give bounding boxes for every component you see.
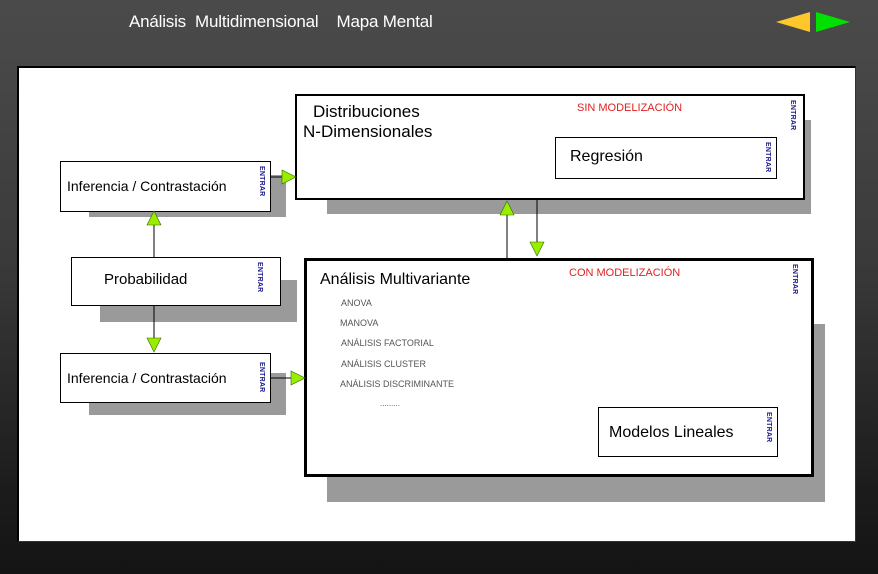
- regresion-label: Regresión: [570, 148, 643, 165]
- con-modelizacion-tag: CON MODELIZACIÓN: [569, 267, 681, 279]
- page-title: Análisis Multidimensional Mapa Mental: [129, 12, 433, 31]
- arrow-right-icon: [281, 169, 297, 185]
- modelos-lineales-label: Modelos Lineales: [609, 424, 734, 441]
- arrow-down-icon: [529, 241, 545, 257]
- previous-arrow-icon[interactable]: [776, 12, 811, 32]
- arrow-up-icon: [499, 200, 515, 216]
- method-item[interactable]: ANÁLISIS DISCRIMINANTE: [340, 379, 455, 389]
- inferencia-top-entrar-button[interactable]: ENTRAR: [258, 166, 265, 197]
- multivariante-entrar-button[interactable]: ENTRAR: [791, 264, 798, 295]
- method-item[interactable]: MANOVA: [340, 318, 379, 328]
- inferencia-top-box[interactable]: Inferencia / Contrastación ENTRAR: [60, 161, 271, 212]
- distribuciones-entrar-button[interactable]: ENTRAR: [789, 100, 796, 131]
- arrow-up-icon: [146, 210, 162, 226]
- probabilidad-entrar-button[interactable]: ENTRAR: [256, 262, 263, 293]
- multivariante-title: Análisis Multivariante: [320, 271, 471, 288]
- probabilidad-box[interactable]: Probabilidad ENTRAR: [71, 257, 281, 306]
- method-item[interactable]: ANOVA: [341, 298, 372, 308]
- method-item-ellipsis: .........: [380, 399, 401, 408]
- modelos-entrar-button[interactable]: ENTRAR: [765, 412, 772, 443]
- distribuciones-title-line1: Distribuciones: [313, 102, 420, 121]
- distribuciones-title-line2: N-Dimensionales: [303, 122, 433, 141]
- mind-map-canvas: Distribuciones N-Dimensionales SIN MODEL…: [17, 66, 856, 542]
- method-item[interactable]: ANÁLISIS CLUSTER: [341, 359, 427, 369]
- inferencia-top-label: Inferencia / Contrastación: [67, 178, 227, 194]
- modelos-lineales-box[interactable]: Modelos Lineales ENTRAR: [598, 407, 778, 457]
- probabilidad-label: Probabilidad: [104, 271, 188, 288]
- method-item[interactable]: ANÁLISIS FACTORIAL: [341, 338, 434, 348]
- inferencia-bottom-label: Inferencia / Contrastación: [67, 370, 227, 386]
- regresion-box[interactable]: Regresión ENTRAR: [555, 137, 777, 179]
- arrow-right-icon: [290, 370, 306, 386]
- sin-modelizacion-tag: SIN MODELIZACIÓN: [577, 102, 683, 114]
- inferencia-bottom-entrar-button[interactable]: ENTRAR: [258, 362, 265, 393]
- arrow-down-icon: [146, 337, 162, 353]
- connector-layer: [146, 169, 545, 386]
- regresion-entrar-button[interactable]: ENTRAR: [764, 142, 771, 173]
- next-arrow-icon[interactable]: [815, 12, 850, 32]
- inferencia-bottom-box[interactable]: Inferencia / Contrastación ENTRAR: [60, 353, 271, 403]
